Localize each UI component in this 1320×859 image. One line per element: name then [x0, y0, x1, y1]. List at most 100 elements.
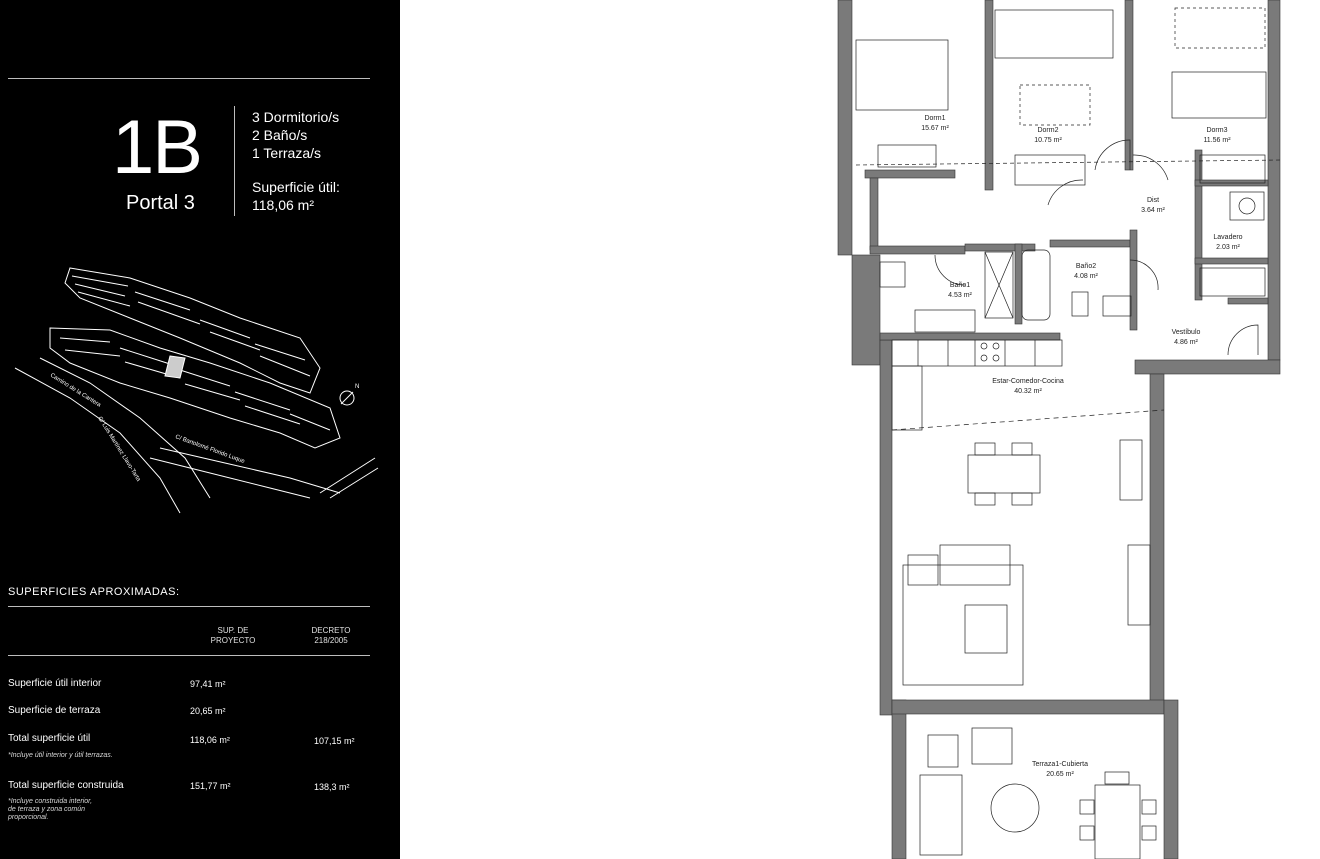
- info-panel: 1B Portal 3 3 Dormitorio/s 2 Baño/s 1 Te…: [0, 0, 400, 859]
- room-area: 2.03 m²: [1216, 244, 1240, 251]
- wall: [891, 699, 907, 859]
- row-label: Total superficie construida: [8, 780, 124, 791]
- wall: [964, 243, 1036, 252]
- bed: [855, 39, 949, 111]
- room-name: Estar-Comedor-Cocina: [992, 378, 1064, 385]
- wall: [869, 177, 879, 251]
- wall: [1194, 149, 1203, 301]
- sink: [1102, 295, 1132, 317]
- kitchen-counter: [891, 365, 923, 431]
- sofa: [902, 564, 1024, 686]
- row-note: *Incluye útil interior y útil terrazas.: [8, 752, 113, 759]
- washing-machine: [1229, 191, 1265, 221]
- row-label: Superficie útil interior: [8, 678, 102, 689]
- bed-outline: [1019, 84, 1091, 126]
- column-header: SUP. DE PROYECTO: [210, 626, 256, 645]
- useful-area-value: 118,06 m²: [252, 197, 314, 213]
- room-area: 4.53 m²: [948, 292, 972, 299]
- room-area: 11.56 m²: [1203, 137, 1231, 144]
- room-area: 15.67 m²: [921, 125, 949, 132]
- bed-pillow: [877, 144, 937, 168]
- building-block: [49, 327, 341, 449]
- outdoor-dining-table: [1094, 784, 1141, 859]
- toilet: [879, 261, 906, 288]
- wall: [891, 699, 1165, 715]
- room-area: 40.32 m²: [1014, 388, 1042, 395]
- divider: [8, 655, 370, 656]
- kitchen-counter: [891, 339, 1063, 367]
- room-name: Vestíbulo: [1172, 329, 1201, 336]
- armchair: [971, 727, 1013, 765]
- terrace-count: 1 Terraza/s: [252, 145, 321, 161]
- dining-table: [967, 454, 1041, 494]
- wall: [1267, 0, 1281, 361]
- bed: [1171, 71, 1267, 119]
- north-label: N: [355, 384, 359, 390]
- room-area: 10.75 m²: [1034, 137, 1062, 144]
- outdoor-table: [990, 783, 1040, 833]
- divider: [8, 78, 370, 79]
- wall: [1163, 699, 1179, 859]
- divider: [8, 606, 370, 607]
- room-name: Terraza1-Cubierta: [1032, 761, 1088, 768]
- value-proyecto: 20,65 m²: [190, 706, 226, 716]
- sideboard: [1119, 439, 1143, 501]
- wall: [851, 254, 881, 366]
- wall: [879, 339, 893, 716]
- unit-highlight: [164, 355, 186, 379]
- outdoor-sofa: [919, 774, 963, 856]
- column-header: DECRETO 218/2005: [311, 626, 351, 645]
- bathtub: [1021, 249, 1051, 321]
- value-proyecto: 118,06 m²: [190, 735, 230, 745]
- wall: [837, 0, 853, 256]
- room-area: 3.64 m²: [1141, 207, 1165, 214]
- building-block: [64, 267, 321, 394]
- value-decreto: 138,3 m²: [314, 782, 350, 792]
- armchair: [907, 554, 939, 586]
- wardrobe: [1199, 267, 1266, 297]
- row-label: Total superficie útil: [8, 733, 91, 744]
- useful-area-label: Superficie útil:: [252, 179, 340, 195]
- row-label: Superficie de terraza: [8, 705, 101, 716]
- room-name: Lavadero: [1213, 234, 1242, 241]
- bed: [994, 9, 1114, 59]
- room-name: Dorm1: [924, 115, 945, 122]
- site-map: Camino de la Cantera C/ Luis Martínez Ll…: [14, 267, 379, 514]
- tv-unit: [1127, 544, 1151, 626]
- wardrobe: [1199, 154, 1266, 184]
- coffee-table: [964, 604, 1008, 654]
- row-note: *Incluye construida interior, de terraza…: [8, 798, 93, 821]
- room-area: 20.65 m²: [1046, 771, 1074, 778]
- value-proyecto: 97,41 m²: [190, 679, 226, 689]
- wall: [1129, 229, 1138, 331]
- bed-outline: [1174, 7, 1266, 49]
- wall: [1124, 0, 1134, 171]
- wall: [1014, 243, 1023, 325]
- sink-counter: [914, 309, 976, 333]
- shower: [984, 251, 1014, 319]
- unit-code: 1B: [112, 105, 203, 190]
- divider: [234, 106, 235, 216]
- wall: [1149, 373, 1165, 705]
- room-name: Dist: [1147, 197, 1159, 204]
- value-proyecto: 151,77 m²: [190, 781, 231, 791]
- wall: [1049, 239, 1131, 248]
- toilet: [1071, 291, 1089, 317]
- room-name: Dorm2: [1037, 127, 1058, 134]
- wall: [869, 245, 966, 255]
- bathroom-count: 2 Baño/s: [252, 127, 308, 143]
- wall: [879, 332, 1061, 341]
- room-area: 4.08 m²: [1074, 273, 1098, 280]
- value-decreto: 107,15 m²: [314, 736, 355, 746]
- room-name: Dorm3: [1206, 127, 1227, 134]
- wall: [984, 0, 994, 191]
- room-area: 4.86 m²: [1174, 339, 1198, 346]
- wardrobe: [1014, 154, 1086, 186]
- portal-label: Portal 3: [126, 192, 195, 214]
- planter: [927, 734, 959, 768]
- sofa-back: [939, 544, 1011, 586]
- surfaces-title: SUPERFICIES APROXIMADAS:: [8, 586, 180, 598]
- wall: [1194, 257, 1269, 265]
- room-name: Baño1: [950, 282, 970, 289]
